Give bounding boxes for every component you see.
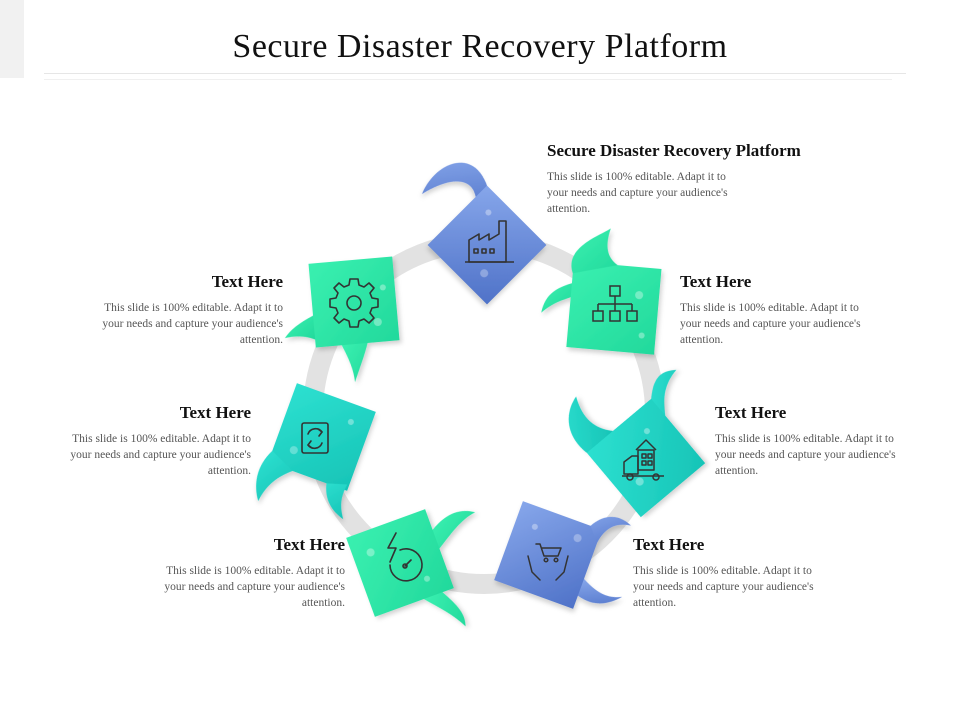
- text-block-3: Text Here This slide is 100% editable. A…: [715, 403, 910, 479]
- title-divider-shadow: [44, 79, 892, 80]
- node-power: [346, 509, 476, 627]
- cart-hands-icon: [527, 543, 569, 581]
- block-text: This slide is 100% editable. Adapt it to…: [715, 433, 896, 477]
- block-heading: Text Here: [211, 272, 283, 291]
- node-factory: [421, 162, 547, 305]
- text-block-7: Text Here This slide is 100% editable. A…: [88, 272, 283, 348]
- block-heading: Text Here: [680, 272, 752, 291]
- delivery-truck-icon: [622, 439, 664, 481]
- factory-icon: [465, 220, 514, 263]
- block-heading: Text Here: [273, 535, 345, 554]
- title-divider: [44, 73, 906, 74]
- text-block-6: Text Here This slide is 100% editable. A…: [56, 403, 251, 479]
- text-block-1: Secure Disaster Recovery Platform This s…: [547, 141, 847, 217]
- block-heading: Text Here: [633, 535, 705, 554]
- text-block-5: Text Here This slide is 100% editable. A…: [150, 535, 345, 611]
- network-boxes-icon: [592, 285, 638, 322]
- block-text: This slide is 100% editable. Adapt it to…: [102, 302, 283, 346]
- block-text: This slide is 100% editable. Adapt it to…: [633, 565, 814, 609]
- gear-icon: [329, 278, 379, 328]
- node-gear: [284, 256, 400, 383]
- block-text: This slide is 100% editable. Adapt it to…: [164, 565, 345, 609]
- text-block-2: Text Here This slide is 100% editable. A…: [680, 272, 875, 348]
- node-refresh: [256, 383, 376, 520]
- node-cart: [494, 501, 632, 609]
- block-heading: Text Here: [179, 403, 251, 422]
- text-block-4: Text Here This slide is 100% editable. A…: [633, 535, 828, 611]
- page-title: Secure Disaster Recovery Platform: [232, 28, 728, 65]
- block-text: This slide is 100% editable. Adapt it to…: [547, 171, 728, 215]
- corner-tab: [0, 0, 24, 78]
- node-network: [541, 228, 662, 355]
- power-speed-icon: [387, 532, 423, 582]
- refresh-sync-icon: [301, 422, 329, 454]
- block-heading: Text Here: [715, 403, 787, 422]
- block-text: This slide is 100% editable. Adapt it to…: [680, 302, 861, 346]
- block-text: This slide is 100% editable. Adapt it to…: [70, 433, 251, 477]
- block-heading: Secure Disaster Recovery Platform: [547, 141, 801, 160]
